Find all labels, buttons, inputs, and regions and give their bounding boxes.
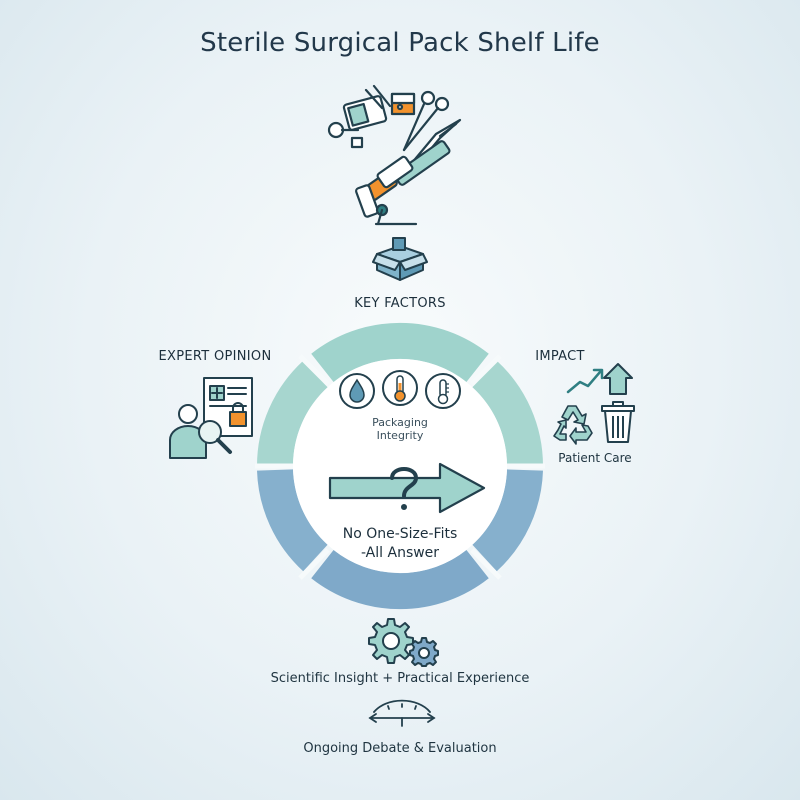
factors-ring [255, 322, 545, 610]
scientific-insight-text: Scientific Insight + Practical Experienc… [270, 671, 530, 686]
key-factors-label: KEY FACTORS [354, 296, 446, 311]
impact-label: IMPACT [535, 349, 585, 364]
timeline-ruler-icon [368, 699, 436, 727]
thermometer-icon [382, 370, 418, 406]
ring-segment-top-left [257, 360, 328, 467]
ongoing-debate-text: Ongoing Debate & Evaluation [303, 741, 497, 756]
recycle-icon [553, 405, 593, 445]
center-line2: -All Answer [360, 545, 440, 561]
ring-segment-top [311, 322, 489, 383]
gears-icon [368, 618, 439, 667]
question-arrow-icon [328, 462, 486, 514]
growth-arrow-icon [566, 363, 633, 395]
ring-segment-bottom [311, 549, 489, 610]
trash-can-icon [601, 401, 635, 443]
surgical-instruments-icon [327, 84, 462, 226]
packaging-integrity-line2: Integrity [376, 429, 424, 442]
open-box-icon [372, 237, 428, 281]
center-line1: No One-Size-Fits [342, 526, 458, 542]
ring-segment-top-right [472, 360, 543, 467]
patient-care-label: Patient Care [558, 451, 632, 465]
ring-segment-bottom-right [472, 468, 543, 572]
ring-segment-bottom-left [257, 468, 328, 572]
center-statement: No One-Size-Fits -All Answer [300, 525, 500, 563]
water-drop-icon [339, 373, 375, 409]
temperature-gauge-icon [425, 373, 461, 409]
packaging-integrity-label: Packaging Integrity [340, 416, 460, 442]
expert-document-icon [169, 377, 253, 459]
expert-opinion-label: EXPERT OPINION [158, 349, 272, 364]
packaging-integrity-line1: Packaging [372, 416, 428, 429]
page-title: Sterile Surgical Pack Shelf Life [200, 28, 600, 58]
